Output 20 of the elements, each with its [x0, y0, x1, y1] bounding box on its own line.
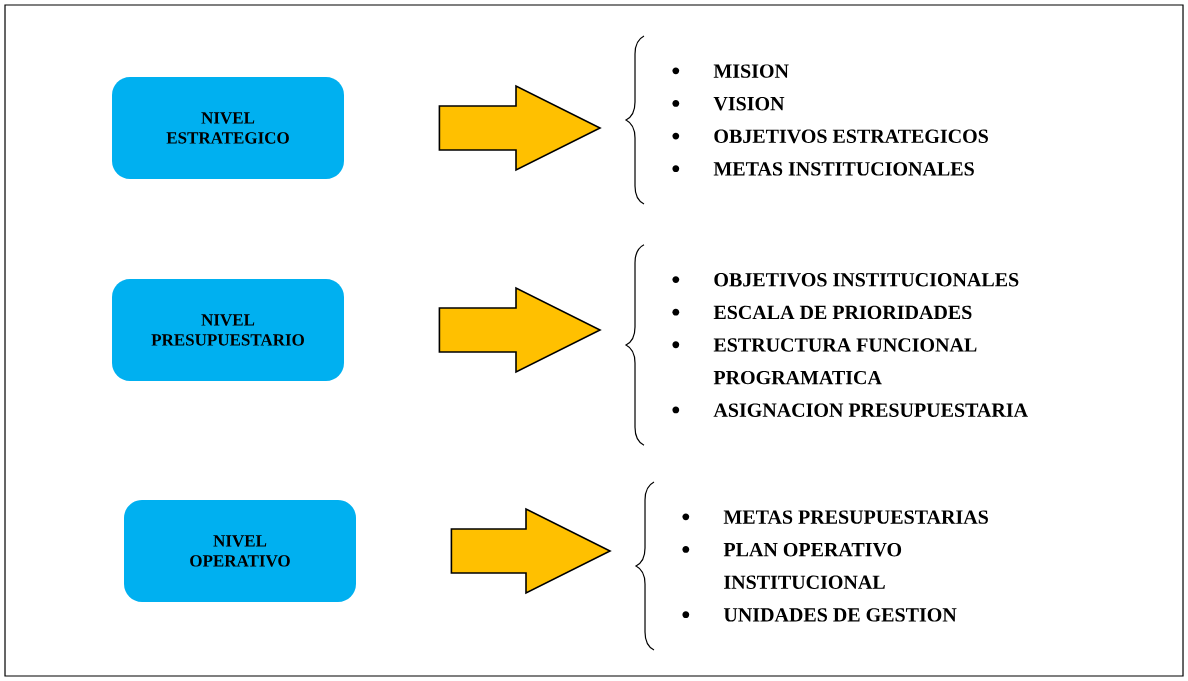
- list-item: ESCALA DE PRIORIDADES: [672, 305, 972, 320]
- block-arrow: [438, 286, 602, 374]
- list-item: VISION: [672, 97, 785, 111]
- bullet-list: [672, 64, 988, 176]
- block-arrow: [450, 507, 612, 595]
- list-item: OBJETIVOS ESTRATEGICOS: [672, 129, 988, 144]
- list-item: ASIGNACION PRESUPUESTARIA: [672, 403, 1028, 417]
- list-item: METAS INSTITUCIONALES: [672, 162, 974, 176]
- bullet-list: [672, 273, 1028, 417]
- list-item: PLAN OPERATIVO INSTITUCIONAL: [682, 543, 902, 589]
- list-item: METAS PRESUPUESTARIAS: [682, 510, 988, 524]
- list-item: UNIDADES DE GESTION: [682, 608, 957, 622]
- list-item: OBJETIVOS INSTITUCIONALES: [672, 273, 1019, 287]
- block-arrow: [438, 84, 602, 172]
- level-box: NIVEL ESTRATEGICO: [112, 77, 344, 179]
- bullet-list: [682, 510, 988, 622]
- list-item: ESTRUCTURA FUNCIONAL PROGRAMATICA: [672, 338, 977, 385]
- level-box: NIVEL PRESUPUESTARIO: [112, 279, 344, 381]
- list-item: MISION: [672, 64, 789, 78]
- level-box: NIVEL OPERATIVO: [124, 500, 356, 602]
